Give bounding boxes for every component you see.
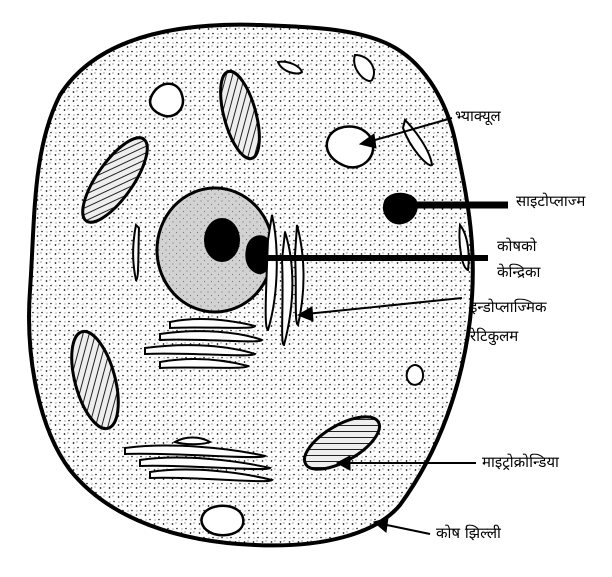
label-vacuole: भ्याक्यूल: [455, 107, 501, 125]
nucleolus: [204, 218, 240, 262]
endoplasmic-reticulum: [133, 225, 139, 280]
label-mitochondria: माइट्रोक्रोन्डिया: [482, 453, 559, 471]
label-nucleolus-line2: केन्द्रिका: [497, 263, 540, 281]
membrane-leader-line: [382, 524, 430, 534]
vacuole: [407, 365, 423, 385]
label-cell-membrane: कोष झिल्ली: [436, 524, 501, 542]
label-nucleolus-line1: कोषको: [497, 237, 536, 255]
label-er-line1: इन्डोप्लाज्मिक: [470, 298, 547, 316]
label-er-line2: रेटिकुलम: [470, 327, 518, 345]
vacuole: [150, 84, 183, 117]
vacuole: [202, 506, 244, 535]
label-cytoplasm: साइटोप्लाज्म: [516, 192, 585, 210]
